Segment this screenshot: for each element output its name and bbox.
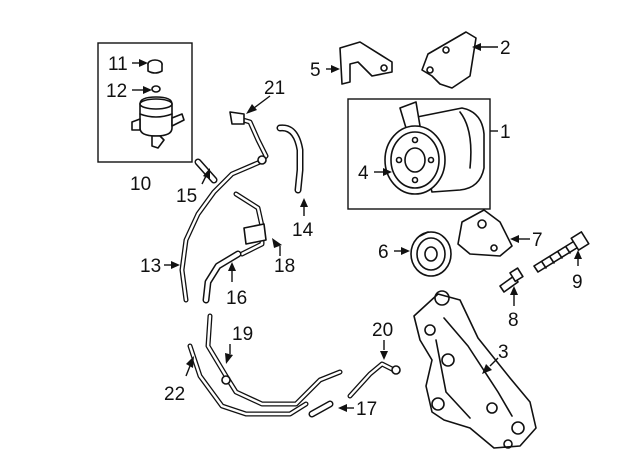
- tube-20: [347, 361, 401, 399]
- callout-label-4: 4: [358, 163, 369, 184]
- callout-label-8: 8: [508, 310, 519, 331]
- callout-label-22: 22: [164, 384, 185, 405]
- callout-label-3: 3: [498, 342, 509, 363]
- callout-label-15: 15: [176, 186, 197, 207]
- bracket-5: [339, 41, 393, 85]
- pump-group-box: [347, 98, 491, 210]
- reservoir-group: [97, 42, 193, 163]
- callout-label-14: 14: [292, 220, 314, 241]
- callout-label-18: 18: [274, 256, 295, 277]
- reservoir-outlet: [171, 113, 185, 127]
- callout-11: 11: [108, 54, 148, 75]
- tube-18: [233, 191, 267, 257]
- callout-15: 15: [176, 168, 210, 207]
- callout-13: 13: [140, 256, 180, 277]
- callout-3: 3: [482, 342, 509, 374]
- callout-16: 16: [226, 262, 247, 309]
- callout-label-5: 5: [310, 60, 321, 81]
- callout-2: 2: [472, 38, 511, 59]
- callout-label-2: 2: [500, 38, 511, 59]
- callout-label-21: 21: [264, 78, 285, 99]
- hose-15: [194, 158, 218, 184]
- reservoir-group-box: [97, 42, 193, 163]
- tube-18-clamp: [243, 223, 267, 245]
- reservoir-cap-body: [147, 63, 163, 74]
- callout-label-12: 12: [106, 81, 127, 102]
- callout-8: 8: [508, 286, 519, 331]
- return-line-19-17: [187, 313, 343, 418]
- bracket-7: [457, 209, 513, 257]
- callout-4: 4: [358, 163, 392, 184]
- callout-label-16: 16: [226, 288, 247, 309]
- bolt-9: [533, 231, 590, 273]
- bracket-2: [421, 31, 477, 89]
- callout-12: 12: [106, 81, 152, 102]
- callout-5: 5: [310, 60, 340, 81]
- callout-label-17: 17: [356, 399, 377, 420]
- callout-22: 22: [164, 356, 194, 405]
- callout-label-6: 6: [378, 242, 389, 263]
- reservoir-neck: [151, 135, 165, 149]
- idler-pulley-6: [410, 231, 452, 277]
- bolt-8: [499, 267, 524, 293]
- callout-9: 9: [572, 250, 583, 293]
- reservoir-bracket: [131, 118, 141, 131]
- tube-21-fitting: [229, 111, 245, 125]
- callout-20: 20: [372, 320, 393, 360]
- cap-seal: [151, 85, 161, 93]
- callout-17: 17: [338, 399, 377, 420]
- hose-14: [276, 124, 304, 194]
- callout-10: 10: [130, 174, 151, 195]
- callout-label-10: 10: [130, 174, 151, 195]
- callout-label-11: 11: [108, 54, 128, 75]
- pump-fitting: [399, 101, 421, 129]
- callout-7: 7: [510, 230, 543, 251]
- callout-1: 1: [490, 122, 511, 143]
- callout-6: 6: [378, 242, 410, 263]
- pump-pulley: [384, 125, 446, 195]
- callout-label-1: 1: [500, 122, 511, 143]
- callout-18: 18: [272, 238, 295, 277]
- pressure-line-13-21: [179, 111, 269, 303]
- hose-16: [202, 250, 242, 304]
- callout-19: 19: [225, 324, 253, 364]
- callout-label-7: 7: [532, 230, 543, 251]
- mounting-bracket-3: [413, 290, 537, 449]
- callout-label-20: 20: [372, 320, 393, 341]
- callout-label-19: 19: [232, 324, 253, 345]
- callout-21: 21: [246, 78, 285, 114]
- callout-14: 14: [292, 198, 314, 241]
- callout-label-13: 13: [140, 256, 161, 277]
- callout-label-9: 9: [572, 272, 583, 293]
- pump-group: [347, 98, 491, 210]
